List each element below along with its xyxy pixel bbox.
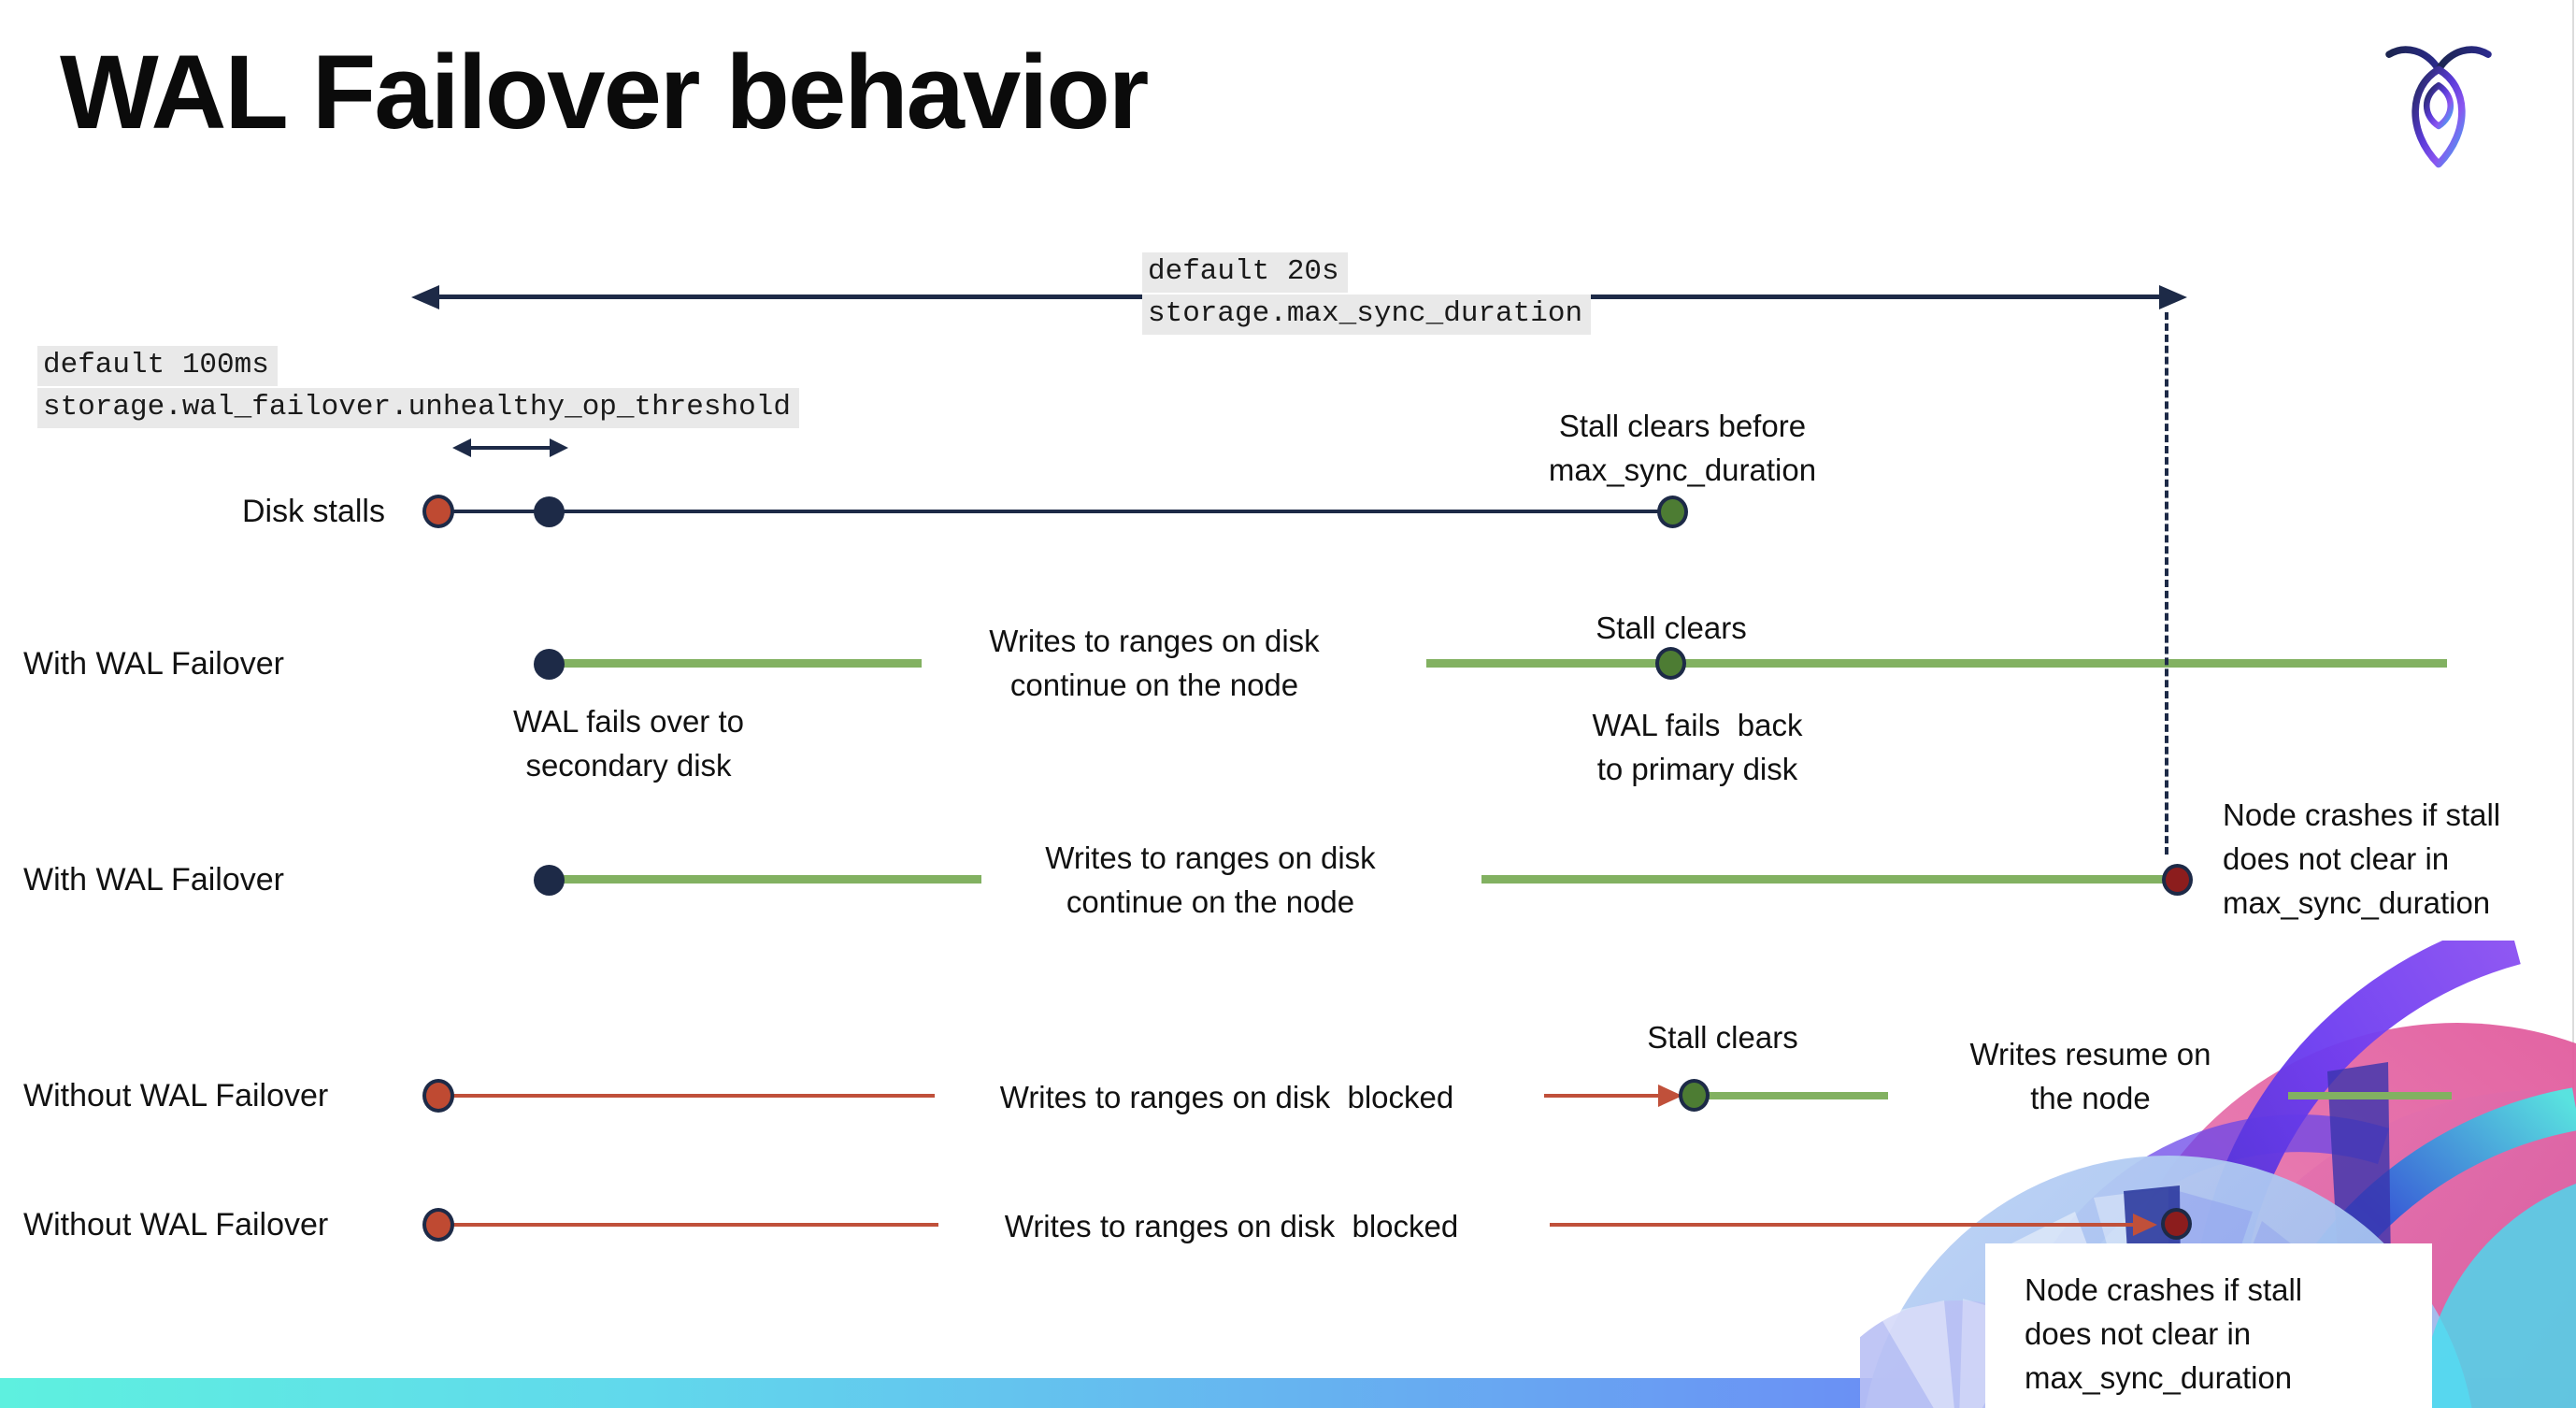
writes-continue-annotation: Writes to ranges on disk continue on the… xyxy=(989,624,1320,702)
writes-resume-line xyxy=(2288,1092,2452,1099)
stall-clears-annotation: Stall clears xyxy=(1596,611,1747,645)
setting-name: storage.max_sync_duration xyxy=(1142,295,1592,335)
failover-dot xyxy=(534,865,565,896)
node-crashes-annotation: Node crashes if stall does not clear in … xyxy=(2223,797,2501,920)
writes-resume-annotation: Writes resume on the node xyxy=(1969,1037,2211,1115)
node-crash-dot xyxy=(2161,1208,2192,1240)
arrowhead-right-icon xyxy=(2133,1214,2157,1236)
arrowhead-right-icon xyxy=(550,438,568,457)
stall-clears-dot xyxy=(1679,1079,1710,1112)
disk-stall-start-dot xyxy=(422,495,454,528)
writes-blocked-line xyxy=(1544,1094,1662,1098)
writes-blocked-line xyxy=(1550,1223,2133,1227)
writes-blocked-line xyxy=(449,1223,938,1227)
arrowhead-right-icon xyxy=(1658,1085,1682,1107)
node-crashes-annotation: Node crashes if stall does not clear in … xyxy=(2025,1272,2303,1395)
setting-default-value: default 100ms xyxy=(37,346,278,386)
writes-blocked-annotation: Writes to ranges on disk blocked xyxy=(1004,1209,1459,1243)
max-sync-duration-setting-label: default 20s storage.max_sync_duration xyxy=(1142,252,1592,337)
writes-continue-line xyxy=(1481,875,2164,884)
writes-blocked-line xyxy=(449,1094,935,1098)
setting-name: storage.wal_failover.unhealthy_op_thresh… xyxy=(37,388,799,428)
wal-fails-over-annotation: WAL fails over to secondary disk xyxy=(513,704,744,783)
row-label-without-wal-failover: Without WAL Failover xyxy=(23,1207,329,1243)
threshold-span-line xyxy=(469,446,551,450)
arrowhead-left-icon xyxy=(452,438,471,457)
row-label-with-wal-failover: With WAL Failover xyxy=(23,862,284,898)
node-crashes-callout: Node crashes if stall does not clear in … xyxy=(1985,1243,2432,1408)
writes-resume-line xyxy=(1709,1092,1888,1099)
max-sync-deadline-dashed-line xyxy=(2165,312,2168,855)
cockroachdb-logo-icon xyxy=(2385,46,2492,168)
row-label-without-wal-failover: Without WAL Failover xyxy=(23,1078,329,1113)
failover-dot xyxy=(534,649,565,680)
setting-default-value: default 20s xyxy=(1142,252,1348,293)
slide-edge-line xyxy=(2572,0,2574,1408)
stall-clears-dot xyxy=(1657,496,1688,528)
writes-continue-line xyxy=(1426,659,2447,668)
stall-clears-annotation: Stall clears xyxy=(1647,1020,1798,1055)
writes-continue-line xyxy=(559,875,981,884)
stall-clears-before-annotation: Stall clears before max_sync_duration xyxy=(1548,409,1817,487)
page-title: WAL Failover behavior xyxy=(60,34,1149,151)
writes-blocked-annotation: Writes to ranges on disk blocked xyxy=(999,1080,1454,1114)
writes-continue-annotation: Writes to ranges on disk continue on the… xyxy=(1045,840,1376,919)
node-crash-dot xyxy=(2162,864,2193,896)
arrowhead-right-icon xyxy=(2159,285,2187,309)
writes-continue-line xyxy=(559,659,922,668)
stall-clears-dot xyxy=(1655,647,1686,680)
unhealthy-op-threshold-setting-label: default 100ms storage.wal_failover.unhea… xyxy=(37,346,799,430)
wal-fails-back-annotation: WAL fails back to primary disk xyxy=(1592,708,1803,786)
failover-threshold-dot xyxy=(534,496,565,527)
row-label-disk-stalls: Disk stalls xyxy=(241,494,385,529)
disk-stall-start-dot xyxy=(422,1079,454,1113)
disk-stall-timeline xyxy=(439,510,1673,513)
arrowhead-left-icon xyxy=(411,285,439,309)
row-label-with-wal-failover: With WAL Failover xyxy=(23,646,284,682)
disk-stall-start-dot xyxy=(422,1208,454,1242)
